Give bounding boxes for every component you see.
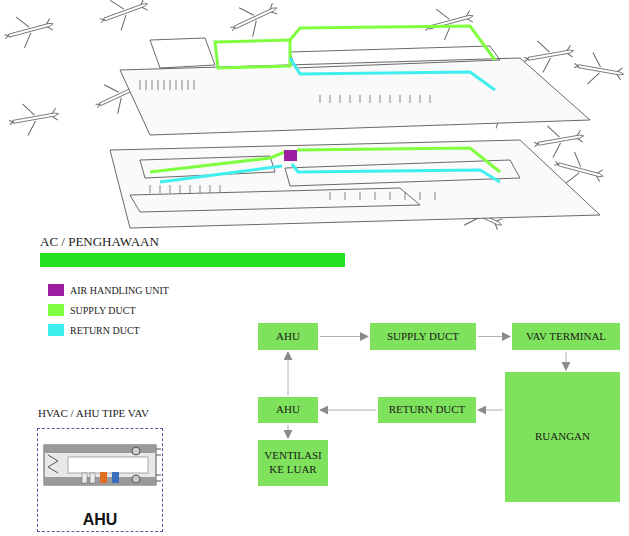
legend-swatch — [48, 324, 64, 336]
legend-swatch — [48, 284, 64, 296]
heading-bar — [40, 253, 345, 267]
legend-text: AIR HANDLING UNIT — [70, 285, 169, 296]
supply-duct — [150, 26, 500, 172]
legend-swatch — [48, 304, 64, 316]
air-handling-unit — [284, 150, 297, 161]
flow-arrow — [478, 336, 510, 337]
flow-arrow — [566, 352, 567, 370]
ahu-illustration — [38, 429, 161, 509]
process-box: VAV TERMINAL — [512, 323, 620, 350]
box-label: AHU — [276, 403, 300, 417]
ahu-illustration-frame: HVAC / AHU TIPE VAVAHU — [37, 428, 163, 532]
return-duct — [160, 58, 500, 182]
legend-row: SUPPLY DUCT — [48, 304, 136, 316]
process-box: AHU — [258, 397, 318, 423]
aircraft — [1, 0, 627, 240]
illustration-label: AHU — [38, 511, 162, 529]
process-box: SUPPLY DUCT — [370, 323, 476, 350]
diagram-title: AC / PENGHAWAAN — [40, 234, 159, 250]
legend-text: SUPPLY DUCT — [70, 305, 136, 316]
floor-plans — [110, 38, 600, 228]
flow-arrow — [288, 352, 289, 395]
box-label: VAV TERMINAL — [526, 330, 606, 344]
flow-arrow — [320, 336, 368, 337]
process-box: RUANGAN — [505, 372, 620, 502]
box-label: RUANGAN — [535, 430, 590, 444]
box-label: AHU — [276, 330, 300, 344]
process-box: VENTILASI KE LUAR — [258, 440, 328, 486]
process-box: AHU — [258, 323, 318, 350]
legend-row: AIR HANDLING UNIT — [48, 284, 169, 296]
illustration-heading: HVAC / AHU TIPE VAV — [38, 407, 149, 419]
legend-row: RETURN DUCT — [48, 324, 140, 336]
process-box: RETURN DUCT — [378, 397, 476, 423]
box-label: VENTILASI KE LUAR — [264, 449, 322, 477]
flow-arrow — [288, 425, 289, 438]
legend-text: RETURN DUCT — [70, 325, 140, 336]
flow-arrow — [478, 410, 503, 411]
flow-arrow — [320, 410, 376, 411]
box-label: RETURN DUCT — [389, 403, 466, 417]
plan-hatching — [140, 80, 435, 200]
box-label: SUPPLY DUCT — [387, 330, 459, 344]
